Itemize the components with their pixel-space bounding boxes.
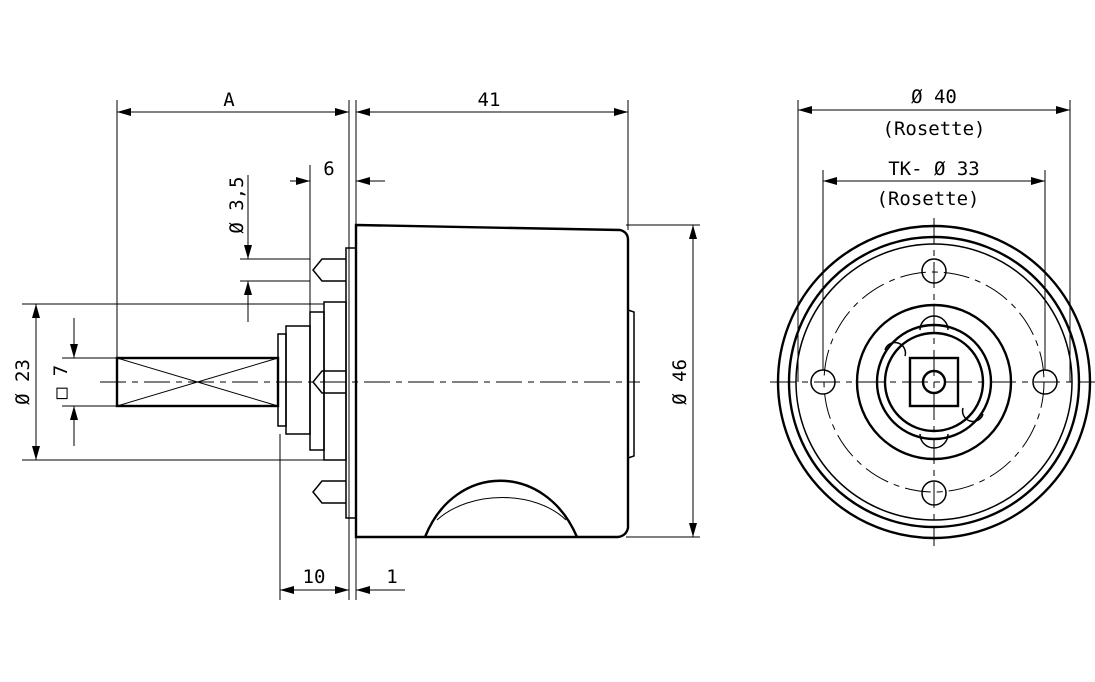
dim-shaft-square: □ 7: [50, 365, 72, 399]
hub-ring: [277, 333, 287, 427]
dim-shaft-length: A: [223, 89, 235, 111]
mounting-flange: [323, 301, 347, 461]
body-groove: [423, 479, 579, 538]
housing-body: [354, 223, 630, 539]
mounting-pin-bottom: [312, 480, 346, 504]
dim-bolt-circle-label: (Rosette): [877, 188, 980, 210]
dim-flange-depth: 10: [303, 566, 326, 588]
dim-flange-diameter: Ø 23: [12, 359, 34, 405]
side-view: A 41 6 10 1 Ø 3,5 Ø 23 □ 7 Ø 46: [12, 89, 700, 600]
mounting-pin-top: [312, 258, 346, 282]
dim-gap: 1: [386, 566, 397, 588]
dim-body-length: 41: [478, 89, 501, 111]
flange-step: [309, 311, 325, 451]
extension-lines: [22, 100, 700, 600]
dim-body-diameter: Ø 46: [669, 359, 691, 405]
front-dimension-arrows: [798, 106, 1070, 185]
dim-pin-hole: Ø 3,5: [226, 176, 248, 233]
rear-cap: [627, 309, 635, 459]
dim-rosette-label: (Rosette): [883, 118, 986, 140]
hub-notch-right: [961, 407, 984, 423]
dim-bolt-circle: TK- Ø 33: [888, 158, 980, 180]
dimension-arrows: [32, 108, 697, 594]
dim-pin-offset: 6: [323, 158, 334, 180]
flange-plate: [345, 247, 357, 519]
body-groove-inner: [436, 497, 567, 521]
front-dimension-lines: [797, 100, 1071, 382]
hub-notch-left: [884, 341, 907, 357]
hub-collar: [285, 325, 311, 435]
dimension-lines: [35, 111, 694, 591]
dim-rosette-diameter: Ø 40: [911, 86, 957, 108]
front-view: Ø 40 (Rosette) TK- Ø 33 (Rosette): [770, 86, 1095, 546]
